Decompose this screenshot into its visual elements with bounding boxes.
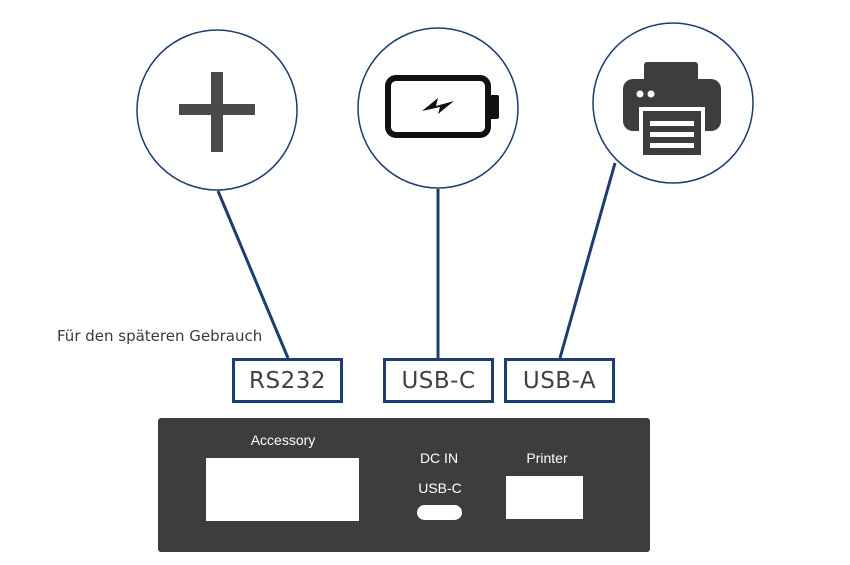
port-label-usbc: USB-C [383,358,494,403]
connector-line-rs232 [216,190,290,359]
printer-icon-circle [592,22,754,184]
accessory-label: Accessory [250,432,316,448]
usb-c-port [417,505,462,520]
device-rear-panel: Accessory DC IN USB-C Printer [158,418,650,552]
dc-in-label: DC IN [419,450,459,466]
plus-icon-circle [136,29,298,191]
port-label-usba: USB-A [504,358,615,403]
port-label-rs232: RS232 [232,358,343,403]
battery-icon-circle [357,27,519,189]
printer-label: Printer [526,450,568,466]
connector-line-usba [558,162,617,359]
printer-port [506,476,583,519]
printer-icon [623,62,721,159]
usb-c-panel-label: USB-C [418,480,462,496]
battery-charging-icon [385,75,499,138]
accessory-port [206,458,359,521]
plus-icon [179,72,255,152]
future-use-note: Für den späteren Gebrauch [57,327,263,345]
